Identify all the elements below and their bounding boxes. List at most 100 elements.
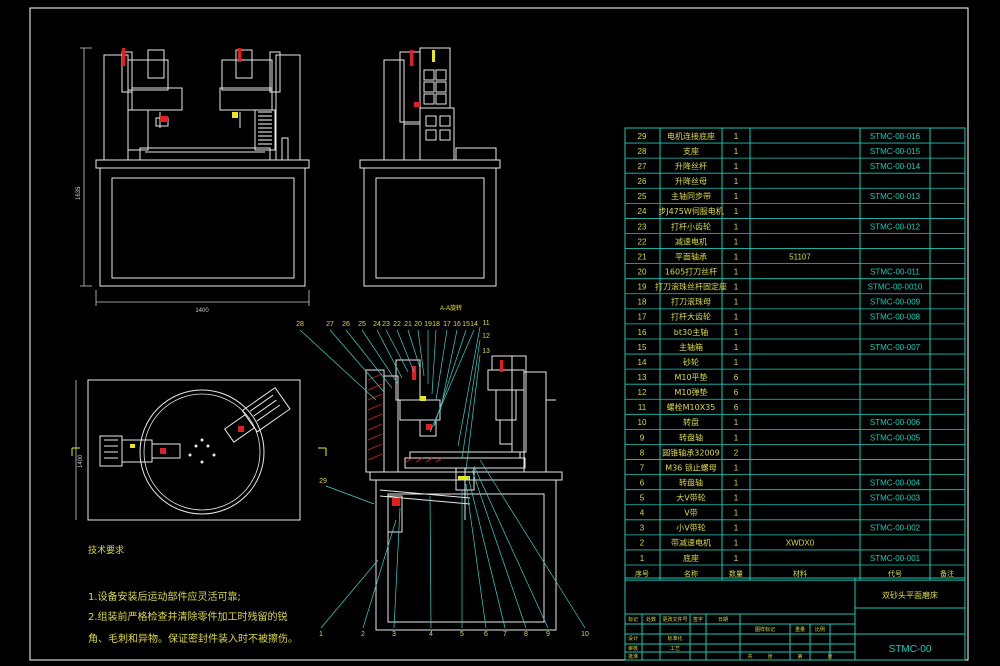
bom-code: STMC-00-002 (870, 524, 921, 533)
bom-no: 17 (638, 313, 647, 322)
callout-top-27: 27 (326, 321, 334, 328)
section-view (365, 355, 563, 631)
bom-no: 14 (638, 358, 647, 367)
leader-line (407, 329, 421, 369)
front-dimensions (80, 47, 310, 306)
bom-name: 平面轴承 (675, 251, 707, 261)
section-accents (392, 360, 503, 506)
bom-name: 主轴同步带 (671, 191, 711, 201)
bom-code: STMC-00-007 (870, 343, 921, 352)
leader-line (385, 329, 409, 373)
callout-bottom-5: 5 (460, 631, 464, 638)
bom-no: 18 (638, 298, 647, 307)
bom-code: STMC-00-003 (870, 494, 921, 503)
bom-name: 1605打刀丝杆 (665, 266, 717, 276)
bom-qty: 6 (734, 388, 739, 397)
leader-line (329, 329, 385, 393)
callout-bottom-8: 8 (524, 631, 528, 638)
bom-no: 13 (638, 373, 647, 382)
bom-material: 51107 (789, 252, 811, 261)
bom-code: STMC-00-012 (870, 222, 921, 231)
bom-name: 小V带轮 (676, 523, 705, 533)
leader-line (471, 469, 527, 629)
tech-req-item-1: 1.设备安装后运动部件应灵活可靠; (88, 590, 241, 603)
bom-name: 主轴箱 (679, 342, 703, 352)
dim-front-height: 1635 (76, 186, 82, 200)
bom-name: 打杆小齿轮 (671, 221, 711, 231)
bom-qty: 1 (734, 237, 739, 246)
callout-top-14: 14 (470, 321, 478, 328)
bom-qty: 2 (734, 448, 739, 457)
leader-line (431, 329, 437, 395)
callout-top-21: 21 (404, 321, 412, 328)
leader-line (362, 519, 397, 629)
callout-top-22: 22 (393, 321, 401, 328)
leader-line (465, 483, 487, 629)
bom-no: 11 (638, 403, 647, 412)
bom-no: 6 (640, 478, 645, 487)
tb-design-label: 重量 (795, 626, 805, 633)
callout-top-25: 25 (358, 321, 366, 328)
bom-no: 7 (640, 463, 645, 472)
top-view (71, 379, 327, 521)
leader-line (325, 485, 375, 505)
bom-code: STMC-00-006 (870, 418, 921, 427)
callout-top-18: 18 (432, 321, 440, 328)
bom-material: XWDX0 (786, 539, 815, 548)
bom-header-name: 名称 (684, 569, 698, 578)
leader-line (435, 329, 448, 401)
callout-left-29: 29 (319, 478, 327, 485)
bom-name: 打刀滚珠母 (671, 297, 711, 307)
tb-design-label: 标准化 (667, 635, 682, 642)
bom-qty: 1 (734, 494, 739, 503)
bom-code: STMC-00-015 (870, 147, 921, 156)
bom-no: 15 (638, 343, 647, 352)
callout-bottom-1: 1 (319, 631, 323, 638)
bom-qty: 1 (734, 298, 739, 307)
leader-line (479, 459, 586, 629)
bom-code: STMC-00-004 (870, 478, 921, 487)
bom-no: 19 (638, 283, 647, 292)
bom-qty: 1 (734, 177, 739, 186)
bom-code: STMC-00-008 (870, 313, 921, 322)
leader-line (465, 354, 481, 471)
callout-top-26: 26 (342, 321, 350, 328)
bom-code: STMC-00-001 (870, 554, 921, 563)
bom-no: 22 (638, 237, 647, 246)
leader-lines (299, 326, 586, 629)
tech-req-item-3: 角、毛刺和异物。保证密封件装入时不被擦伤。 (88, 632, 298, 645)
leader-line (299, 329, 377, 401)
front-view-accents (122, 48, 241, 122)
leader-line (417, 329, 425, 377)
callout-top-16: 16 (453, 321, 461, 328)
section-hatching (367, 373, 443, 463)
bom-qty: 1 (734, 358, 739, 367)
bom-qty: 1 (734, 252, 739, 261)
section-label: A-A旋转 (440, 304, 462, 312)
bom-qty: 1 (734, 524, 739, 533)
bom-code: STMC-00-0010 (868, 283, 923, 292)
bom-no: 4 (640, 509, 645, 518)
bom-qty: 1 (734, 463, 739, 472)
bom-qty: 1 (734, 313, 739, 322)
side-view-accents (410, 50, 435, 107)
leader-line (361, 329, 399, 385)
bom-header-material: 材料 (793, 569, 807, 578)
tb-check-label: 批准 (628, 653, 638, 660)
